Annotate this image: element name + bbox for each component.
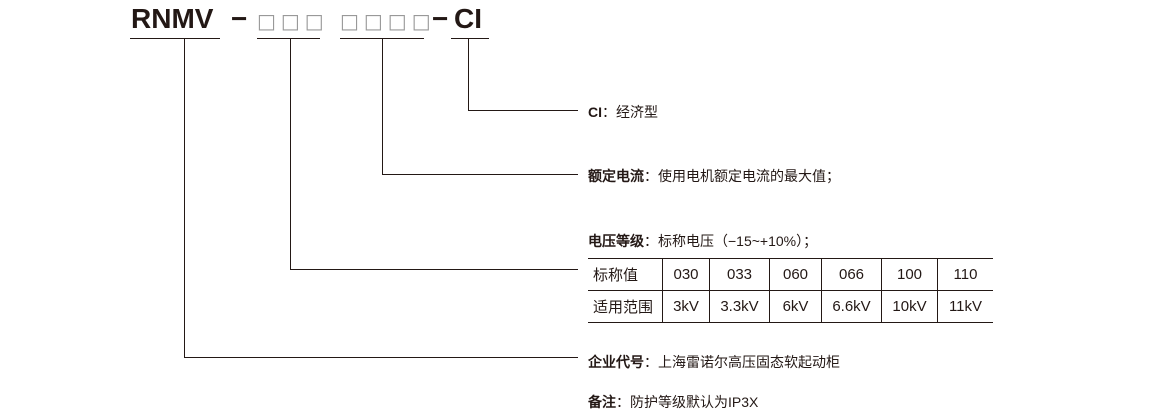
current-code-placeholder: □□□□: [340, 9, 436, 33]
model-prefix: RNMV: [131, 3, 214, 34]
table-cell: 3.3kV: [709, 290, 770, 323]
leader-line: [468, 110, 578, 111]
model-suffix: CI: [454, 3, 482, 34]
dash: −: [432, 3, 449, 34]
table-cell: 6.6kV: [821, 290, 882, 323]
table-cell: 066: [821, 258, 882, 291]
label-company-code: 企业代号：上海雷诺尔高压固态软起动柜: [588, 354, 840, 370]
leader-line: [468, 38, 469, 111]
table-cell: 6kV: [769, 290, 822, 323]
table-row: 适用范围 3kV 3.3kV 6kV 6.6kV 10kV 11kV: [588, 290, 993, 323]
table-cell: 适用范围: [593, 299, 654, 316]
underline: [451, 38, 489, 39]
leader-line: [290, 38, 291, 270]
table-cell: 060: [769, 258, 822, 291]
label-note: 备注：防护等级默认为IP3X: [588, 394, 759, 410]
dash: −: [231, 3, 248, 34]
label-rated-current: 额定电流：使用电机额定电流的最大值；: [588, 168, 840, 184]
voltage-table: 标称值 030 033 060 066 100 110 适用范围 3kV 3.3…: [588, 258, 993, 323]
leader-line: [184, 357, 578, 358]
underline: [257, 38, 320, 39]
label-ci: CI：经济型: [588, 104, 658, 120]
leader-line: [382, 38, 383, 175]
table-cell: 110: [937, 258, 993, 291]
underline: [130, 38, 220, 39]
table-cell: 100: [881, 258, 938, 291]
leader-line: [184, 38, 185, 358]
table-cell: 033: [709, 258, 770, 291]
table-cell: 11kV: [937, 290, 993, 323]
table-cell: 3kV: [662, 290, 710, 323]
table-row: 标称值 030 033 060 066 100 110: [588, 258, 993, 291]
label-voltage-level: 电压等级：标称电压（−15~+10%）；: [588, 233, 818, 249]
leader-line: [290, 269, 578, 270]
table-cell: 标称值: [593, 267, 639, 284]
table-cell: 030: [662, 258, 710, 291]
leader-line: [382, 174, 578, 175]
table-cell: 10kV: [881, 290, 938, 323]
voltage-code-placeholder: □□□: [257, 9, 329, 33]
